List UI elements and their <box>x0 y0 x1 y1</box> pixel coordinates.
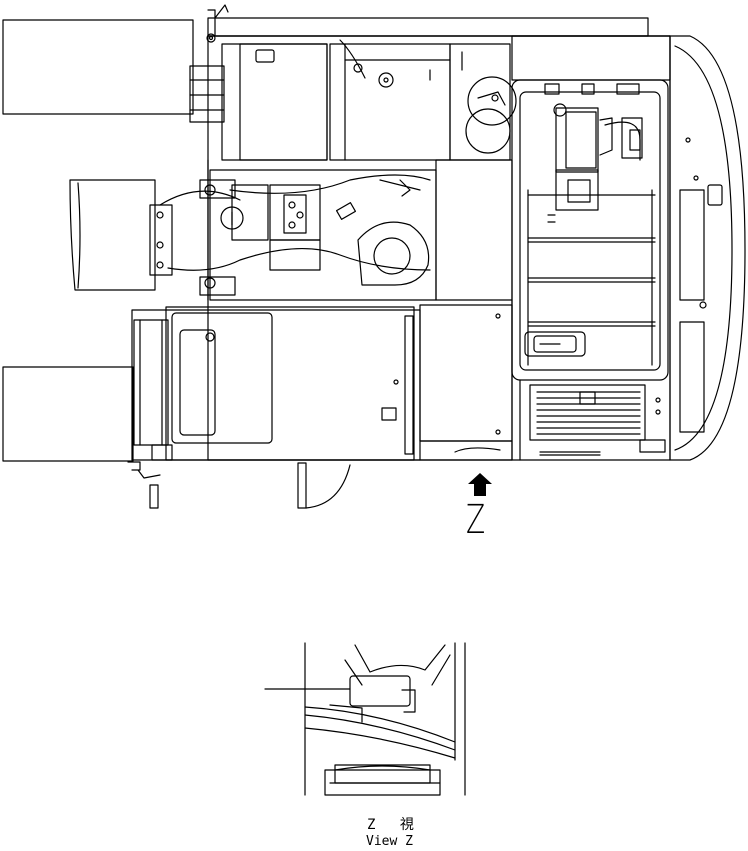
hydraulic-tank-compartment <box>435 159 513 301</box>
engine-block <box>555 107 599 173</box>
air-cleaner-lower <box>465 108 511 154</box>
view-caption-english: View Z <box>366 834 413 849</box>
counterweight-slot-lower <box>679 321 705 433</box>
cab-floor <box>131 309 421 461</box>
upper-left-track-block <box>2 19 194 115</box>
door-step <box>127 461 161 479</box>
upper-frame <box>207 35 671 461</box>
floor-plate <box>419 304 513 442</box>
hydraulic-hose-top <box>339 39 366 79</box>
view-caption-japanese: Z 視 <box>367 817 422 833</box>
boom-foot-outline <box>69 179 156 291</box>
cab-window <box>171 312 273 444</box>
view-z-detail <box>264 642 466 796</box>
lower-left-track-block <box>2 366 134 462</box>
view-z-label: Z <box>466 497 486 543</box>
air-cleaner-upper <box>467 76 517 126</box>
swing-bracket <box>149 204 173 276</box>
fuel-tank-compartment <box>221 43 328 161</box>
cab-door-panel <box>133 319 169 446</box>
view-z-component <box>349 675 411 707</box>
gauge-dial <box>220 206 244 230</box>
view-z-arrow-icon <box>468 473 492 496</box>
counterweight-slot-upper <box>679 189 705 301</box>
battery-box <box>524 331 586 357</box>
counter-block-left <box>189 65 225 123</box>
harness-curve <box>229 174 431 194</box>
top-left-guard <box>207 17 649 37</box>
engine-room-frame <box>511 79 669 381</box>
counterweight-outline <box>669 35 746 461</box>
door-swing-arc <box>305 464 351 509</box>
cab-frame <box>165 306 415 461</box>
counterweight-lamp <box>707 184 723 206</box>
radiator-grill <box>529 384 646 441</box>
swing-motor-outline <box>357 221 430 286</box>
